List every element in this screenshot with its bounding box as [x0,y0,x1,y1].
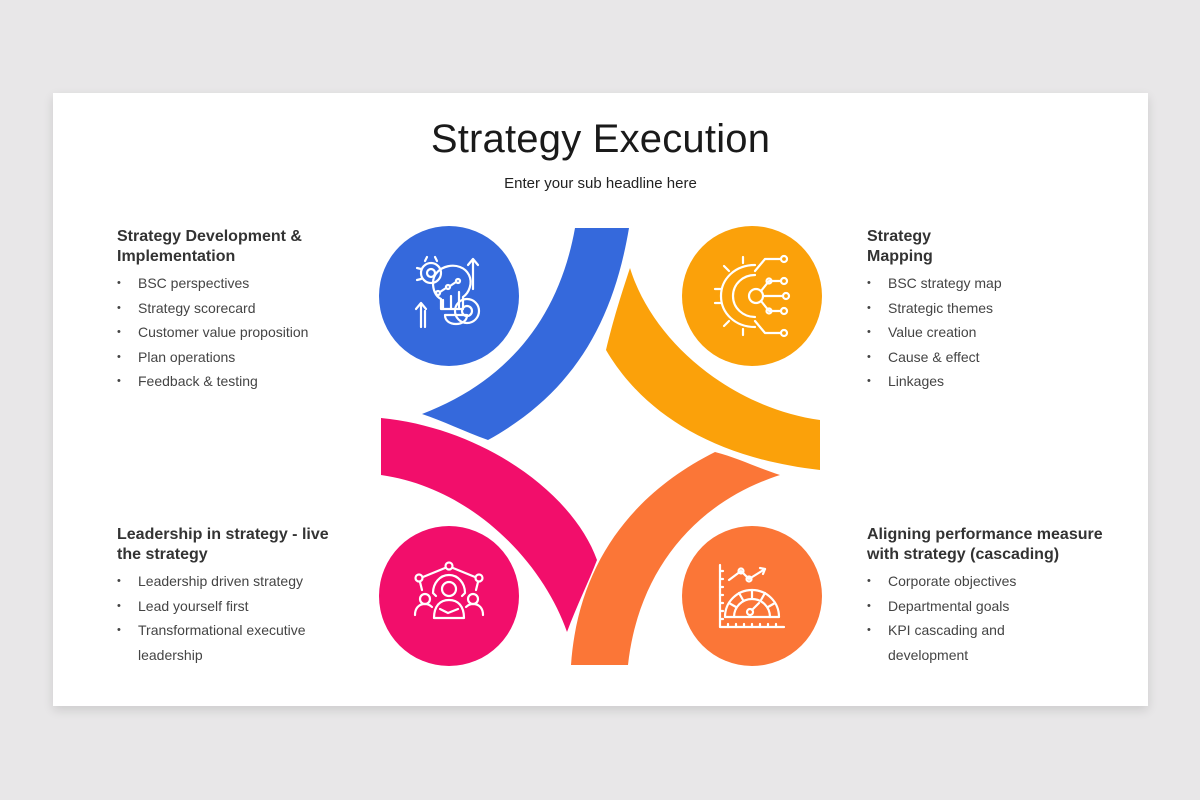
bullet-list: Corporate objectives Departmental goals … [867,569,1117,667]
heading-line: Aligning performance measure [867,526,1103,543]
circle-strategy-development [379,226,519,366]
list-item: BSC strategy map [867,271,1107,296]
list-item: KPI cascading and development [867,618,1028,667]
section-heading: Leadership in strategy - live the strate… [117,525,357,565]
list-item: Value creation [867,320,1107,345]
performance-gauge-chart-icon [718,563,786,629]
section-leadership: Leadership in strategy - live the strate… [117,525,357,667]
heading-line: Mapping [867,248,933,265]
section-aligning-performance: Aligning performance measure with strate… [867,525,1117,667]
section-strategy-mapping: Strategy Mapping BSC strategy map Strate… [867,227,1107,394]
section-strategy-development: Strategy Development & Implementation BS… [117,227,357,394]
strategy-cycle-graphic [379,226,822,666]
bullet-list: Leadership driven strategy Lead yourself… [117,569,357,667]
list-item: Leadership driven strategy [117,569,357,594]
heading-line: the strategy [117,546,208,563]
heading-line: Strategy Development & [117,228,302,245]
bullet-list: BSC strategy map Strategic themes Value … [867,271,1107,394]
list-item: Transformational executive leadership [117,618,318,667]
list-item: Lead yourself first [117,594,357,619]
arc-orange [571,452,780,665]
page-subtitle: Enter your sub headline here [504,175,697,192]
heading-line: with strategy (cascading) [867,546,1060,563]
list-item: Feedback & testing [117,369,357,394]
section-heading: Aligning performance measure with strate… [867,525,1117,565]
bullet-list: BSC perspectives Strategy scorecard Cust… [117,271,357,394]
list-item: Customer value proposition [117,320,357,345]
circle-strategy-mapping [682,226,822,366]
section-heading: Strategy Development & Implementation [117,227,357,267]
arc-amber [606,268,820,470]
section-heading: Strategy Mapping [867,227,1107,267]
gear-circuit-icon [713,254,791,338]
circle-aligning-performance [682,526,822,666]
circle-leadership [379,526,519,666]
list-item: Departmental goals [867,594,1117,619]
heading-line: Leadership in strategy - live [117,526,329,543]
list-item: Plan operations [117,345,357,370]
list-item: Strategic themes [867,296,1107,321]
arc-blue [422,228,629,440]
heading-line: Strategy [867,228,932,245]
list-item: Linkages [867,369,1107,394]
slide: Strategy Execution Enter your sub headli… [53,93,1148,706]
list-item: Corporate objectives [867,569,1117,594]
arc-pink [381,418,597,632]
list-item: Strategy scorecard [117,296,357,321]
heading-line: Implementation [117,248,236,265]
list-item: BSC perspectives [117,271,357,296]
leader-team-icon [413,561,485,620]
page-title: Strategy Execution [430,117,771,161]
list-item: Cause & effect [867,345,1107,370]
strategy-gears-growth-icon [414,255,481,329]
